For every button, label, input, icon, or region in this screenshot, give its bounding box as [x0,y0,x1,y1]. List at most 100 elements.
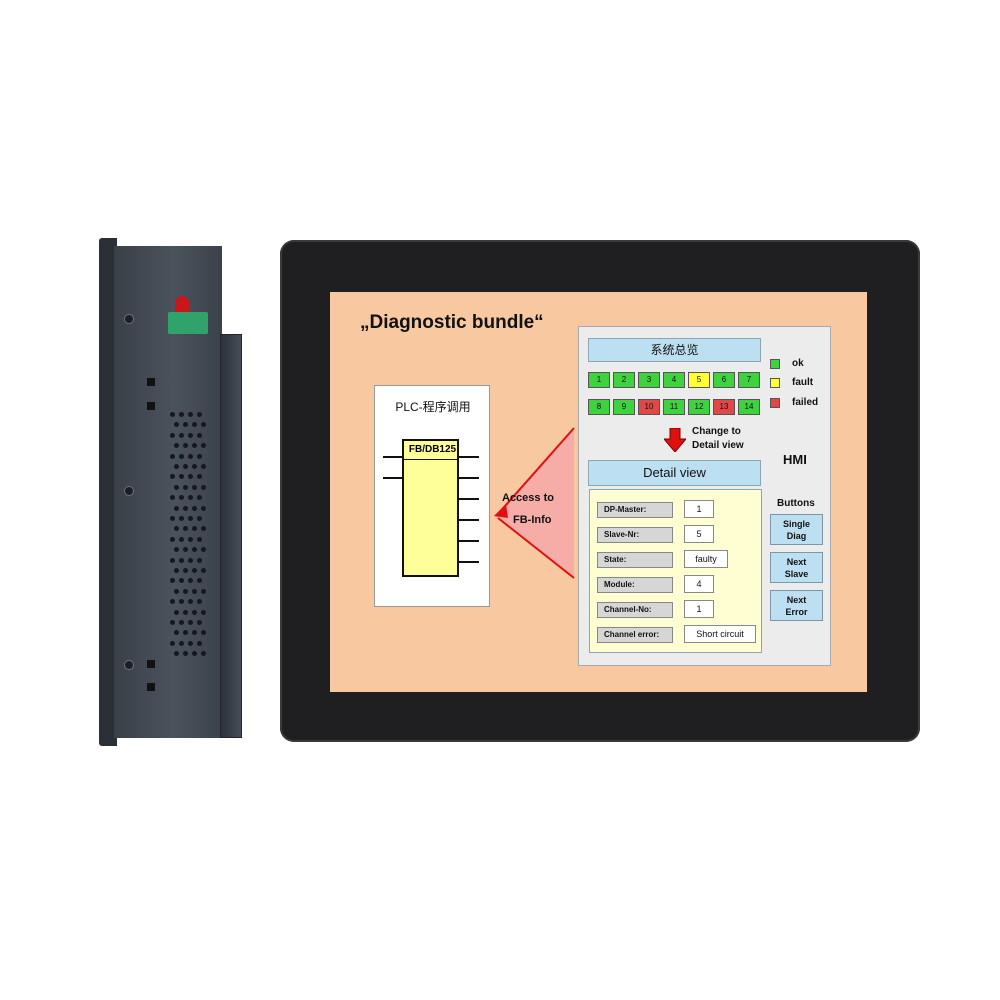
detail-value-state[interactable]: faulty [684,550,728,568]
device-side-front [220,334,242,738]
vent-hole [183,609,188,615]
station-cell-6[interactable]: 6 [713,372,735,388]
station-cell-9[interactable]: 9 [613,399,635,415]
vent-hole [179,599,184,605]
vent-hole [174,526,179,532]
vent-hole [201,630,206,636]
device-side-back [99,238,117,746]
station-cell-14[interactable]: 14 [738,399,760,415]
vent-hole [170,620,175,625]
vent-hole [179,578,184,584]
vent-hole [170,412,175,417]
vent-hole [170,640,175,646]
buttons-title: Buttons [777,498,815,509]
detail-view-header[interactable]: Detail view [588,460,761,486]
legend-failed-swatch [770,398,780,408]
station-cell-4[interactable]: 4 [663,372,685,388]
mount-slot [147,378,155,386]
vent-hole [197,516,202,521]
detail-label-module: Module: [597,577,673,593]
fb-output-pin [459,561,479,563]
detail-label-channel-error: Channel error: [597,627,673,643]
station-cell-10[interactable]: 10 [638,399,660,415]
vent-hole [201,464,206,469]
vent-hole [192,484,197,490]
screw [124,486,134,496]
vent-hole [188,453,193,459]
vent-hole [179,474,184,480]
station-cell-8[interactable]: 8 [588,399,610,415]
detail-value-dp-master[interactable]: 1 [684,500,714,518]
plc-label: PLC-程序调用 [395,400,471,414]
fb-output-pin [459,498,479,500]
fb-output-pin [459,477,479,479]
vent-hole [179,536,184,542]
detail-value-channel-error[interactable]: Short circuit [684,625,756,643]
vent-hole [183,630,188,636]
vent-hole [174,630,179,636]
vent-hole [201,505,206,511]
station-cell-7[interactable]: 7 [738,372,760,388]
detail-value-module[interactable]: 4 [684,575,714,593]
fb-label: FB/DB125 [408,444,457,455]
vent-hole [174,505,179,511]
access-line-1: Access to [502,492,554,504]
vent-hole [170,474,175,480]
mount-slot [147,402,155,410]
down-arrow-icon [664,428,686,452]
vent-hole [197,640,202,646]
station-cell-12[interactable]: 12 [688,399,710,415]
vent-hole [201,568,206,573]
vent-hole [188,578,193,584]
power-terminal-block [168,312,208,334]
fb-input-pin [383,456,402,458]
station-cell-13[interactable]: 13 [713,399,735,415]
vent-hole [188,412,193,417]
vent-hole [188,599,193,605]
vent-hole [201,651,206,657]
vent-hole [174,464,179,469]
vent-hole [192,588,197,594]
station-cell-11[interactable]: 11 [663,399,685,415]
vent-hole [192,443,197,449]
vent-hole [201,547,206,553]
fb-output-pin [459,456,479,458]
vent-hole [197,536,202,542]
vent-hole [183,422,188,428]
detail-value-slave-nr[interactable]: 5 [684,525,714,543]
vent-hole [170,495,175,501]
single-diag-button[interactable]: Single Diag [770,514,823,545]
detail-label-channel-no: Channel-No: [597,602,673,618]
next-error-button[interactable]: Next Error [770,590,823,621]
detail-value-channel-no[interactable]: 1 [684,600,714,618]
next-slave-button[interactable]: Next Slave [770,552,823,583]
vent-hole [179,432,184,438]
detail-label-state: State: [597,552,673,568]
access-line-2: FB-Info [513,514,552,526]
vent-hole [170,453,175,459]
vent-hole [188,640,193,646]
plc-program-box: PLC-程序调用 FB/DB125 [374,385,490,607]
vent-hole [197,578,202,584]
vent-hole [179,412,184,417]
legend-failed-label: failed [792,397,819,408]
mount-slot [147,660,155,668]
vent-hole [174,609,179,615]
vent-hole [174,651,179,657]
overview-header[interactable]: 系统总览 [588,338,761,362]
station-cell-3[interactable]: 3 [638,372,660,388]
vent-hole [179,453,184,459]
station-cell-1[interactable]: 1 [588,372,610,388]
funnel-edge-top [497,427,575,515]
mount-slot [147,683,155,691]
detail-label-slave-nr: Slave-Nr: [597,527,673,543]
vent-hole [188,495,193,501]
station-cell-5[interactable]: 5 [688,372,710,388]
funnel-arrowhead [494,504,508,518]
vent-hole [174,443,179,449]
hmi-label: HMI [783,452,807,467]
station-cell-2[interactable]: 2 [613,372,635,388]
vent-hole [188,474,193,480]
vent-hole [201,588,206,594]
